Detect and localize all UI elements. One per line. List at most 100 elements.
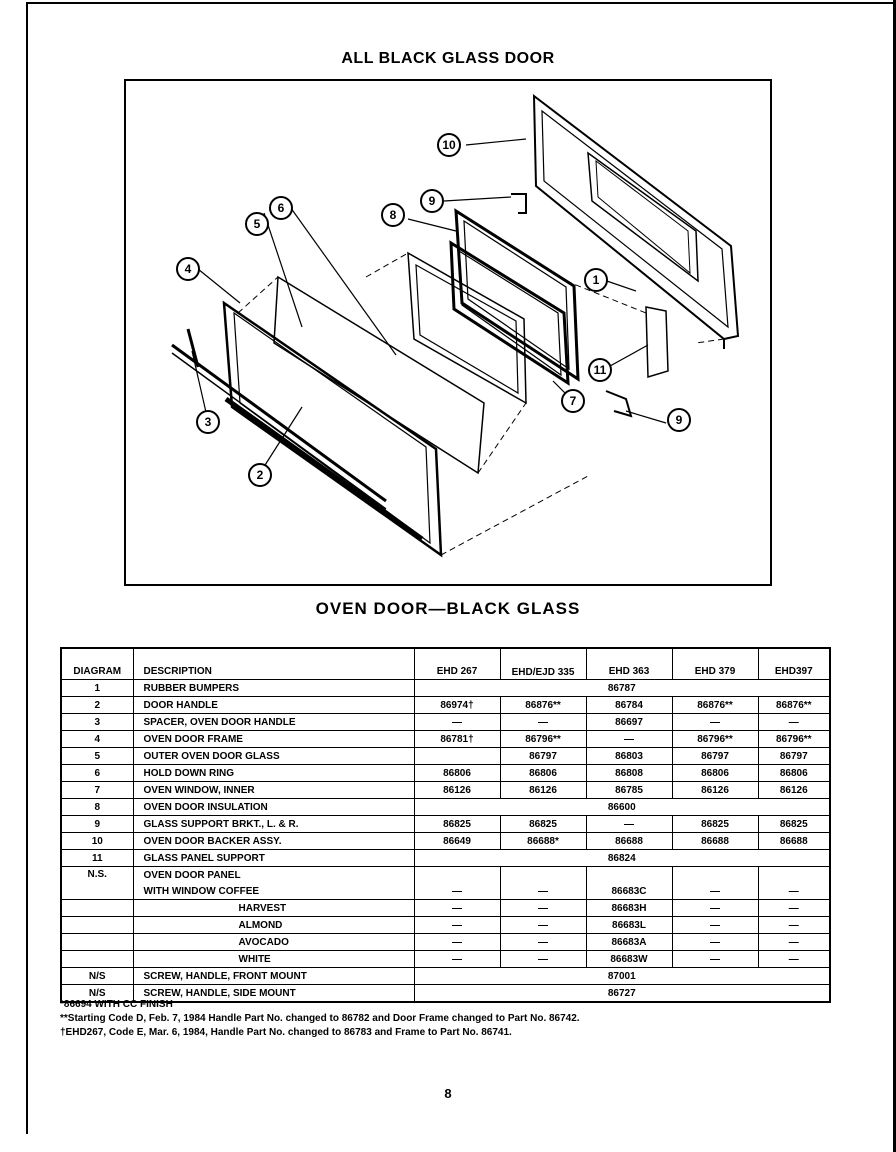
cell-part-number: —	[757, 883, 831, 900]
cell-diagram: 6	[60, 764, 134, 782]
table-row: AVOCADO——86683A——	[60, 933, 831, 951]
callout-label: 6	[278, 201, 285, 215]
callout-9b: 9	[667, 408, 691, 432]
col-header-diagram: DIAGRAM	[60, 647, 134, 680]
cell-part-number: —	[757, 899, 831, 917]
callout-label: 1	[593, 273, 600, 287]
cell-part-number: 86806	[413, 764, 501, 782]
cell-part-number: 86806	[757, 764, 831, 782]
callout-label: 3	[205, 415, 212, 429]
callout-label: 4	[185, 262, 192, 276]
cell-part-number: 86796**	[757, 730, 831, 748]
callout-label: 10	[442, 138, 456, 152]
cell-part-number: 86806	[671, 764, 759, 782]
cell-diagram: 11	[60, 849, 134, 867]
callout-8: 8	[381, 203, 405, 227]
cell-part-number: 86825	[757, 815, 831, 833]
cell-diagram: N/S	[60, 967, 134, 985]
cell-part-number: —	[671, 916, 759, 934]
cell-part-number: —	[585, 815, 673, 833]
cell-part-number: —	[757, 933, 831, 951]
cell-diagram: 1	[60, 679, 134, 697]
cell-part-number: 86126	[757, 781, 831, 799]
cell-description: WITH WINDOW COFFEE	[132, 883, 415, 900]
cell-diagram: 2	[60, 696, 134, 714]
cell-part-number: 86688	[671, 832, 759, 850]
cell-part-number: —	[499, 713, 587, 731]
cell-diagram: 8	[60, 798, 134, 816]
col-header-ehd363: EHD 363	[585, 647, 673, 680]
cell-part-number: —	[757, 950, 831, 968]
cell-diagram: 5	[60, 747, 134, 765]
cell-description: HOLD DOWN RING	[132, 764, 415, 782]
cell-description: WHITE	[132, 950, 415, 968]
cell-part-number: 86688	[757, 832, 831, 850]
cell-empty	[757, 866, 831, 883]
cell-part-number: —	[499, 883, 587, 900]
callout-label: 8	[390, 208, 397, 222]
cell-description: OVEN DOOR PANEL	[132, 866, 415, 883]
cell-part-number: —	[585, 730, 673, 748]
cell-part-number: —	[671, 883, 759, 900]
col-header-ehd379: EHD 379	[671, 647, 759, 680]
callout-6: 6	[269, 196, 293, 220]
table-header-row: DIAGRAM DESCRIPTION EHD 267 EHD/EJD 335 …	[60, 647, 831, 680]
cell-part-number: 86974†	[413, 696, 501, 714]
cell-part-number: 86727	[413, 984, 831, 1003]
callout-label: 9	[676, 413, 683, 427]
cell-part-number: —	[671, 950, 759, 968]
cell-part-number: —	[413, 933, 501, 951]
cell-description: GLASS SUPPORT BRKT., L. & R.	[132, 815, 415, 833]
cell-part-number: 86683L	[585, 916, 673, 934]
callout-label: 7	[570, 394, 577, 408]
cell-part-number: —	[413, 899, 501, 917]
callout-label: 9	[429, 194, 436, 208]
footnote: †EHD267, Code E, Mar. 6, 1984, Handle Pa…	[60, 1027, 512, 1038]
cell-description: OUTER OVEN DOOR GLASS	[132, 747, 415, 765]
cell-part-number: —	[757, 713, 831, 731]
cell-part-number: —	[671, 933, 759, 951]
cell-part-number: 86824	[413, 849, 831, 867]
cell-description: GLASS PANEL SUPPORT	[132, 849, 415, 867]
cell-empty	[671, 866, 759, 883]
cell-description: HARVEST	[132, 899, 415, 917]
callout-3: 3	[196, 410, 220, 434]
cell-part-number: —	[499, 950, 587, 968]
diagram-title: ALL BLACK GLASS DOOR	[341, 50, 555, 67]
cell-part-number: 86126	[499, 781, 587, 799]
cell-part-number	[413, 747, 501, 765]
cell-part-number: 86683A	[585, 933, 673, 951]
cell-description: RUBBER BUMPERS	[132, 679, 415, 697]
cell-diagram	[60, 916, 134, 934]
parts-table: DIAGRAM DESCRIPTION EHD 267 EHD/EJD 335 …	[60, 647, 831, 1003]
col-header-ehd335: EHD/EJD 335	[499, 647, 587, 680]
callout-4: 4	[176, 257, 200, 281]
cell-part-number: 86825	[499, 815, 587, 833]
cell-part-number: 86781†	[413, 730, 501, 748]
callout-2: 2	[248, 463, 272, 487]
callout-label: 2	[257, 468, 264, 482]
cell-empty	[413, 866, 501, 883]
cell-part-number: —	[413, 883, 501, 900]
table-row: N.S.OVEN DOOR PANEL	[60, 866, 831, 900]
col-header-ehd397: EHD397	[757, 647, 831, 680]
cell-part-number: 86683C	[585, 883, 673, 900]
cell-diagram: N.S.	[60, 866, 134, 900]
cell-part-number: —	[499, 933, 587, 951]
cell-description: OVEN WINDOW, INNER	[132, 781, 415, 799]
cell-part-number: 87001	[413, 967, 831, 985]
cell-part-number: 86808	[585, 764, 673, 782]
cell-empty	[585, 866, 673, 883]
cell-part-number: 86825	[413, 815, 501, 833]
col-header-ehd267: EHD 267	[413, 647, 501, 680]
table-row: WITH WINDOW COFFEE——86683C——	[61, 883, 831, 900]
